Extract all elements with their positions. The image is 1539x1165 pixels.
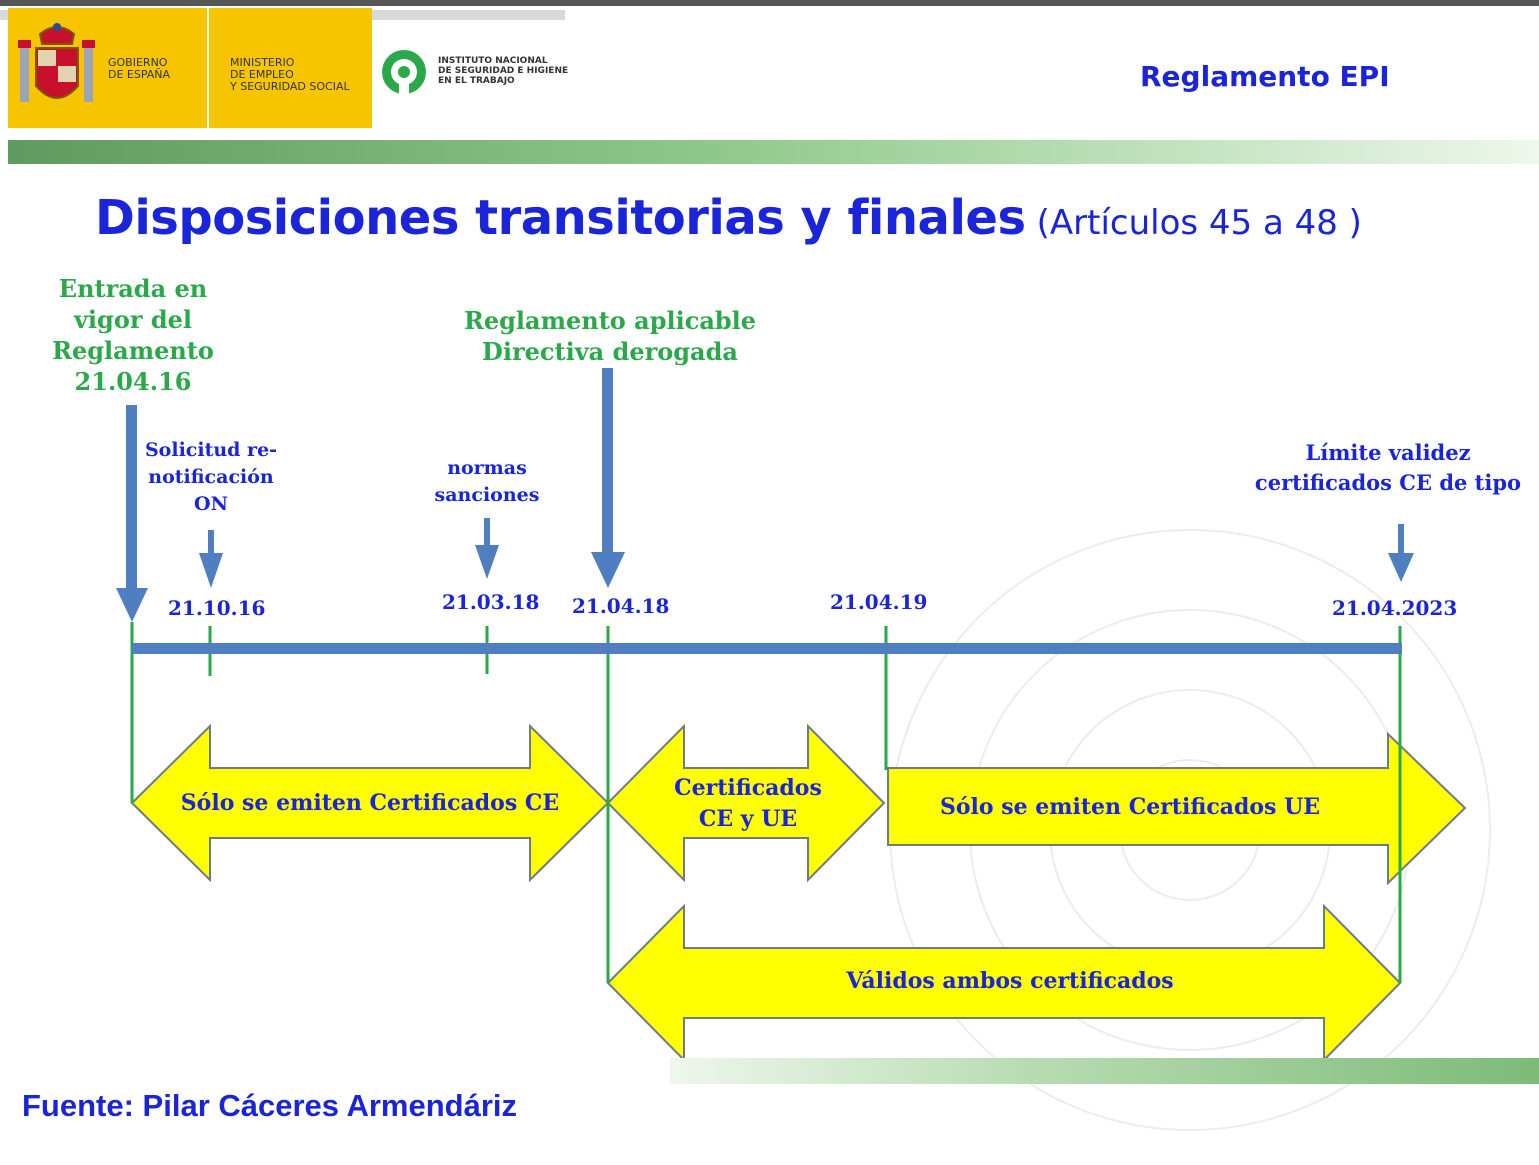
slide-title-main: Disposiciones transitorias y finales xyxy=(95,190,1026,246)
date-21-04-19: 21.04.19 xyxy=(830,590,928,614)
arrow-down-aplicable-icon xyxy=(591,368,625,588)
arrow-down-limite-icon xyxy=(1388,524,1414,582)
label-limite-validez: Límite validez certificados CE de tipo xyxy=(1254,440,1522,495)
period-solo-ue-label: Sólo se emiten Certificados UE xyxy=(939,794,1321,820)
date-21-04-2023: 21.04.2023 xyxy=(1332,596,1458,620)
date-21-10-16: 21.10.16 xyxy=(168,596,266,620)
date-21-03-18: 21.03.18 xyxy=(442,590,540,614)
timeline-axis xyxy=(132,643,1402,654)
arrow-down-solicitud-icon xyxy=(199,530,223,588)
period-validos-label: Válidos ambos certificados xyxy=(846,968,1174,994)
coat-of-arms-logo xyxy=(18,23,95,102)
milestone-arrows xyxy=(116,368,1414,622)
ministerio-label: MINISTERIO DE EMPLEO Y SEGURIDAD SOCIAL xyxy=(230,56,350,93)
arrow-solo-ue xyxy=(887,731,1467,886)
source-credit: Fuente: Pilar Cáceres Armendáriz xyxy=(22,1088,518,1123)
arrow-down-normas-icon xyxy=(475,518,499,579)
arrow-ce-ue xyxy=(606,723,886,883)
slide-title: Disposiciones transitorias y finales (Ar… xyxy=(95,190,1362,246)
instituto-label: INSTITUTO NACIONAL DE SEGURIDAD E HIGIEN… xyxy=(438,56,569,86)
period-ce-ue-label: Certificados CE y UE xyxy=(674,775,822,832)
insht-logo xyxy=(382,50,426,96)
header-title: Reglamento EPI xyxy=(1140,60,1390,93)
footer-green-band xyxy=(670,1058,1539,1084)
header-separator xyxy=(207,8,209,128)
header-green-band xyxy=(8,140,1539,164)
label-entrada-vigor: Entrada en vigor del Reglamento 21.04.16 xyxy=(52,274,214,396)
period-solo-ce-label: Sólo se emiten Certificados CE xyxy=(180,790,560,816)
slide-title-articles: (Artículos 45 a 48 ) xyxy=(1036,203,1362,243)
top-rule xyxy=(0,0,1539,6)
gobierno-label: GOBIERNO DE ESPAÑA xyxy=(108,56,171,81)
label-solicitud-renotificacion: Solicitud re- notificación ON xyxy=(144,439,278,515)
label-normas-sanciones: normas sanciones xyxy=(434,457,540,506)
arrow-down-entrada-icon xyxy=(116,405,148,622)
date-21-04-18: 21.04.18 xyxy=(572,594,670,618)
label-reglamento-aplicable: Reglamento aplicable Directiva derogada xyxy=(463,306,757,366)
